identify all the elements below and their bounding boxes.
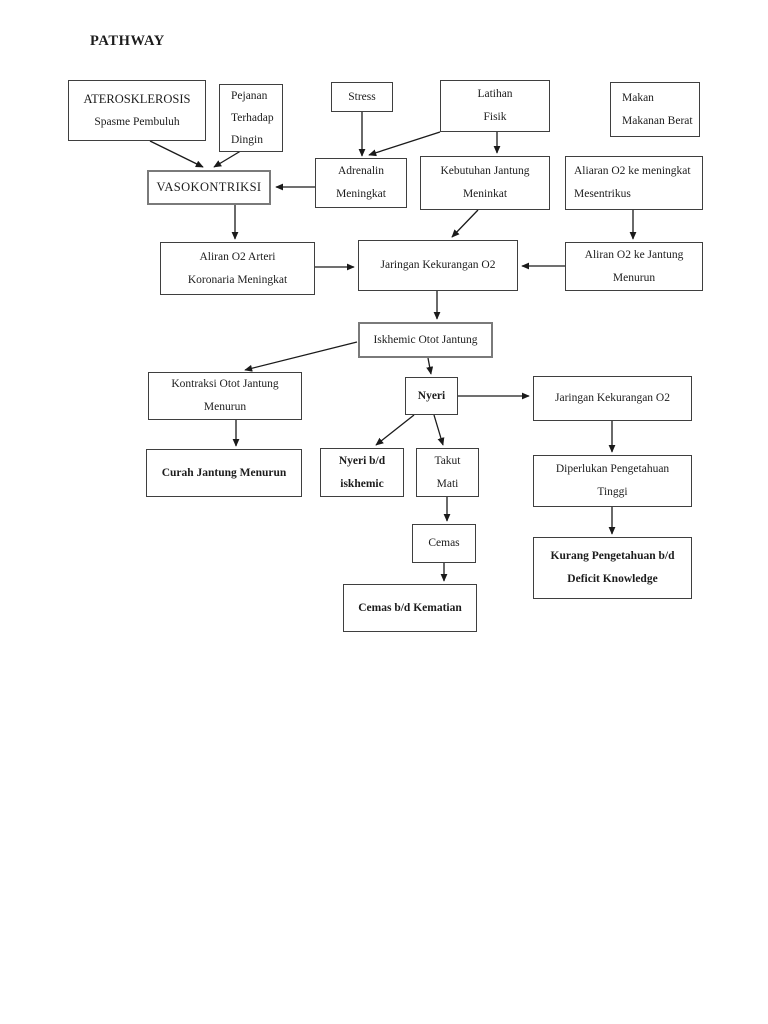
- node-kurang-pengetahuan-deficit-knowledge: Kurang Pengetahuan b/d Deficit Knowledge: [533, 537, 692, 599]
- node-adrenalin-meningkat: Adrenalin Meningkat: [315, 158, 407, 208]
- node-text: Jaringan Kekurangan O2: [380, 259, 496, 271]
- node-text: Cemas b/d Kematian: [358, 601, 462, 614]
- node-text: Iskhemic Otot Jantung: [373, 333, 478, 346]
- node-text: Dingin: [231, 134, 263, 146]
- node-nyeri: Nyeri: [405, 377, 458, 415]
- node-iskhemic-otot-jantung: Iskhemic Otot Jantung: [358, 322, 493, 358]
- node-text: Makanan Berat: [622, 114, 693, 127]
- node-cemas: Cemas: [412, 524, 476, 563]
- node-text: Menurun: [612, 271, 656, 284]
- node-text: Curah Jantung Menurun: [161, 466, 287, 479]
- node-kontraksi-otot-jantung-menurun: Kontraksi Otot Jantung Menurun: [148, 372, 302, 420]
- node-text: Kebutuhan Jantung: [440, 165, 530, 177]
- node-text: VASOKONTRIKSI: [156, 180, 262, 194]
- node-text: ATEROSKLEROSIS: [83, 91, 191, 106]
- node-text: Nyeri: [417, 389, 446, 402]
- node-text: Adrenalin: [338, 165, 384, 177]
- node-text: Kontraksi Otot Jantung: [171, 378, 279, 390]
- node-text: Pejanan: [231, 90, 268, 102]
- node-kebutuhan-jantung-meninkat: Kebutuhan Jantung Meninkat: [420, 156, 550, 210]
- node-text: Aliran O2 ke Jantung: [584, 248, 684, 261]
- node-text: Mesentrikus: [574, 188, 631, 200]
- node-stress: Stress: [331, 82, 393, 112]
- node-jaringan-kekurangan-o2-2: Jaringan Kekurangan O2: [533, 376, 692, 421]
- node-text: Terhadap: [231, 112, 274, 124]
- node-text: Fisik: [483, 111, 507, 123]
- node-nyeri-bd-iskhemic: Nyeri b/d iskhemic: [320, 448, 404, 497]
- node-aliran-o2-ke-jantung-menurun: Aliran O2 ke Jantung Menurun: [565, 242, 703, 291]
- node-text: Koronaria Meningkat: [187, 273, 288, 286]
- node-text: Diperlukan Pengetahuan: [555, 463, 670, 475]
- node-text: Mati: [436, 477, 459, 490]
- node-makan-makanan-berat: Makan Makanan Berat: [610, 82, 700, 137]
- node-text: Jaringan Kekurangan O2: [555, 392, 670, 404]
- node-diperlukan-pengetahuan-tinggi: Diperlukan Pengetahuan Tinggi: [533, 455, 692, 507]
- node-vasokontriksi: VASOKONTRIKSI: [147, 170, 271, 205]
- node-text: iskhemic: [340, 477, 384, 490]
- node-text: Latihan: [477, 88, 513, 100]
- node-takut-mati: Takut Mati: [416, 448, 479, 497]
- node-text: Takut: [434, 454, 461, 467]
- node-text: Stress: [348, 90, 376, 103]
- node-text: Meninkat: [462, 188, 508, 200]
- node-aliaran-o2-mesentrikus: Aliaran O2 ke meningkat Mesentrikus: [565, 156, 703, 210]
- node-text: Deficit Knowledge: [567, 573, 658, 585]
- node-text: Aliaran O2 ke meningkat: [574, 165, 691, 177]
- node-text: Nyeri b/d: [338, 454, 386, 467]
- node-jaringan-kekurangan-o2: Jaringan Kekurangan O2: [358, 240, 518, 291]
- node-text: Tinggi: [597, 486, 628, 498]
- node-text: Spasme Pembuluh: [94, 115, 180, 128]
- node-pejanan-terhadap-dingin: Pejanan Terhadap Dingin: [219, 84, 283, 152]
- node-aliran-o2-arteri-koronaria: Aliran O2 Arteri Koronaria Meningkat: [160, 242, 315, 295]
- node-text: Makan: [622, 91, 654, 104]
- node-text: Meningkat: [336, 188, 386, 200]
- node-curah-jantung-menurun: Curah Jantung Menurun: [146, 449, 302, 497]
- page-title: PATHWAY: [90, 33, 165, 49]
- node-text: Aliran O2 Arteri: [199, 250, 276, 263]
- node-latihan-fisik: Latihan Fisik: [440, 80, 550, 132]
- node-text: Cemas: [428, 537, 460, 549]
- node-aterosklerosis: ATEROSKLEROSIS Spasme Pembuluh: [68, 80, 206, 141]
- node-cemas-bd-kematian: Cemas b/d Kematian: [343, 584, 477, 632]
- node-text: Menurun: [203, 401, 247, 413]
- node-text: Kurang Pengetahuan b/d: [550, 550, 675, 562]
